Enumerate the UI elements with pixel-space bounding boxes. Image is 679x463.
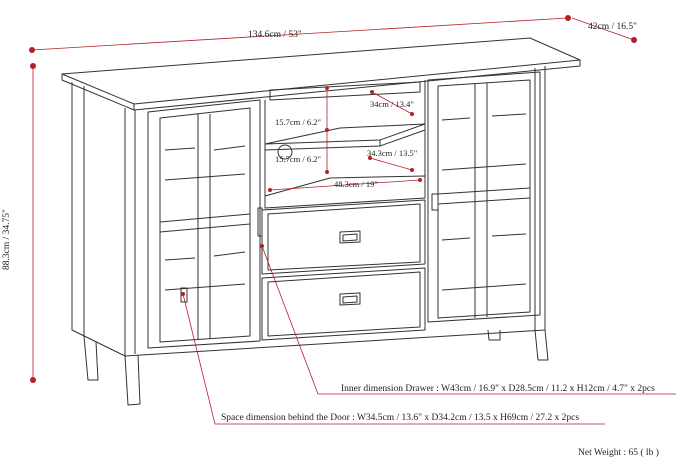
inner-width-dim-line: [269, 179, 421, 191]
door-space-note: Space dimension behind the Door : W34.5c…: [221, 413, 580, 423]
drawer-top: [261, 199, 426, 275]
shelf-height-bottom-label: 15.7cm / 6.2": [275, 154, 321, 164]
drawer-bottom: [261, 267, 426, 341]
leg-back-left: [83, 335, 99, 381]
cabinet-front: [124, 66, 546, 357]
depth-dim-end: [631, 37, 637, 43]
leg-front-left: [124, 354, 141, 406]
width-label: 134.6cm / 53": [248, 30, 302, 40]
inner-depth-dim-line: [369, 157, 413, 171]
cabinet-left-side: [71, 82, 126, 357]
height-dim-end-top: [30, 63, 36, 69]
shelf-depth-label: 34cm / 13.4": [370, 99, 414, 109]
net-weight-label: Net Weight : 65 ( lb ): [578, 448, 659, 458]
right-door-handle: [431, 193, 439, 211]
drawer-left-bracket: [257, 207, 263, 237]
depth-dim-line: [571, 17, 635, 41]
shelf-depth-dim-line: [371, 91, 413, 115]
left-door-handle: [180, 287, 188, 303]
width-dim-end-right: [565, 15, 571, 21]
leg-front-right: [534, 329, 549, 361]
inner-drawer-note: Inner dimension Drawer : W43cm / 16.9" x…: [341, 384, 655, 394]
inner-width-label: 48.3cm / 19": [334, 179, 378, 189]
leg-back-right: [487, 329, 501, 341]
inner-depth-label: 34.3cm / 13.5": [367, 148, 418, 158]
drawer-leader-line: [261, 245, 676, 395]
width-dim-line: [31, 17, 569, 51]
drawer-bottom-pull: [339, 292, 361, 306]
height-dim-end-bottom: [30, 377, 36, 383]
door-leader-line: [182, 293, 605, 425]
width-dim-end-left: [29, 47, 35, 53]
depth-label: 42cm / 16.5": [588, 22, 637, 32]
middle-shelf: [264, 123, 426, 145]
height-label: 88.3cm / 34.75": [2, 209, 12, 270]
drawer-top-pull: [339, 230, 361, 244]
right-door: [427, 71, 541, 323]
cabinet-top: [61, 37, 581, 105]
shelf-height-top-label: 15.7cm / 6.2": [275, 117, 321, 127]
left-door: [147, 99, 261, 349]
center-compartment: [264, 80, 426, 209]
